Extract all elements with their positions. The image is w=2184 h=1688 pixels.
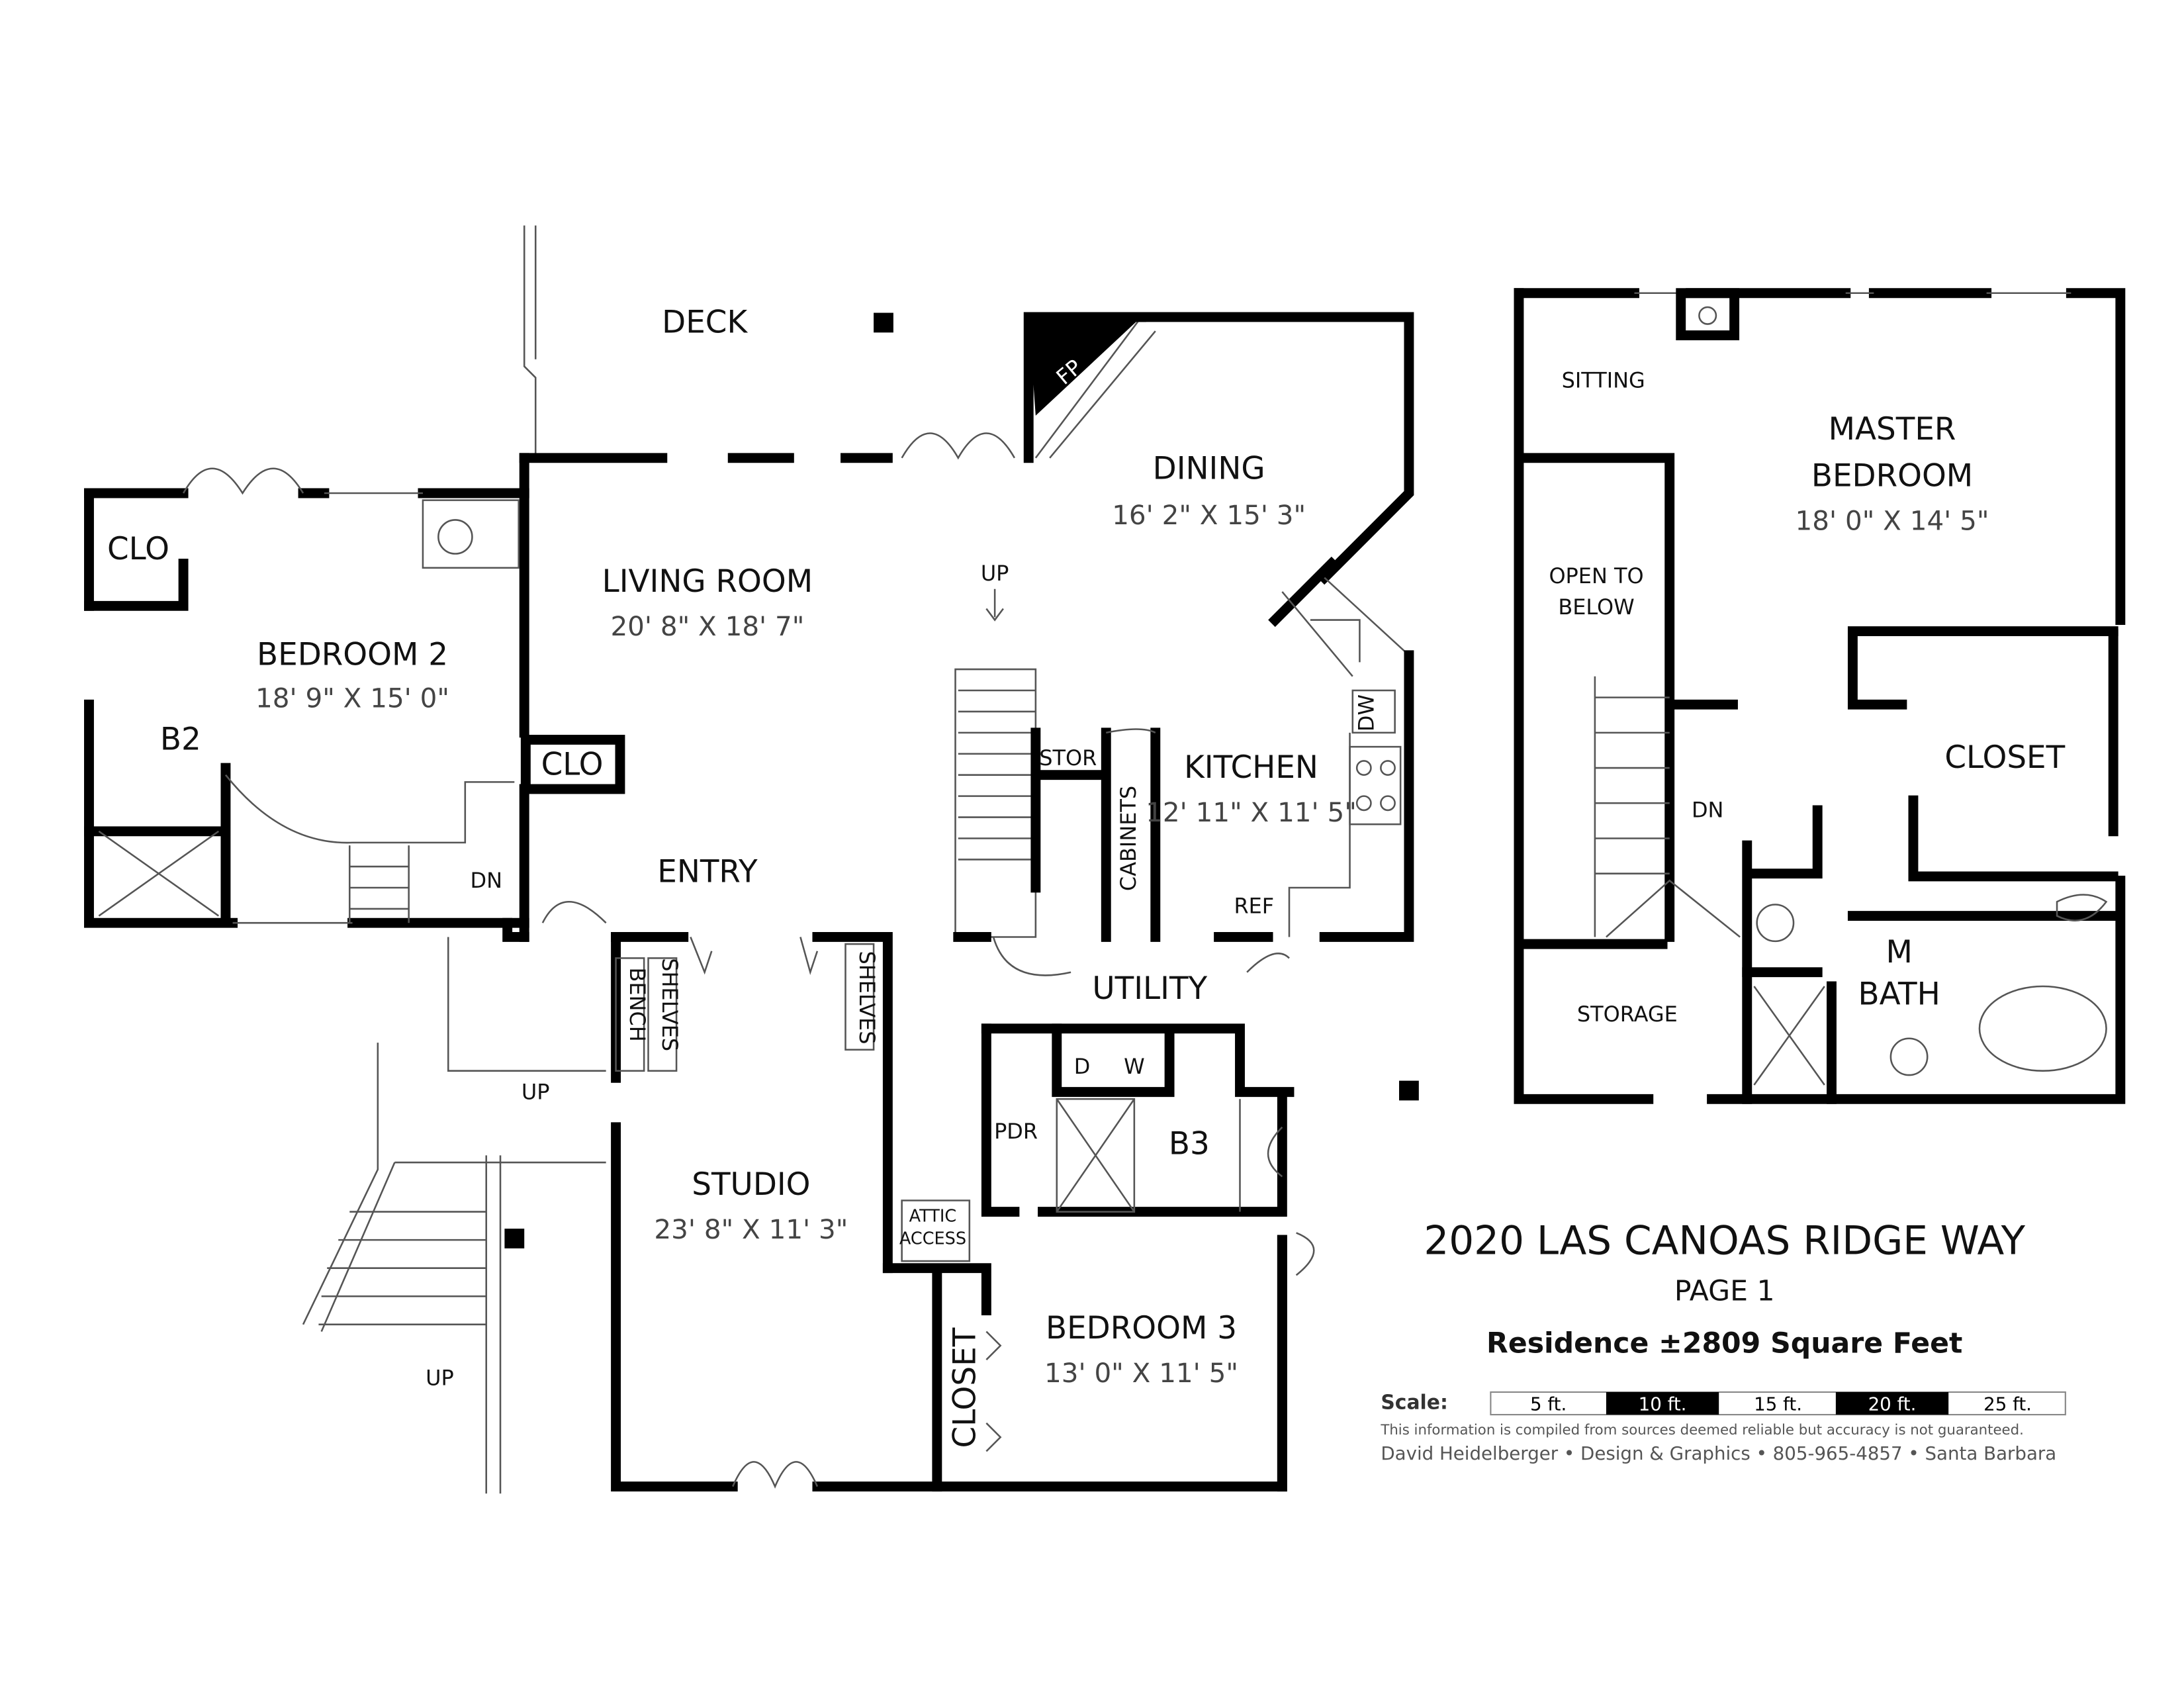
post-marker — [1399, 1080, 1419, 1101]
stair-label-dn: DN — [1692, 798, 1723, 823]
room-label-utility: UTILITY — [1092, 971, 1207, 1007]
room-dims-living-room: 20' 8" X 18' 7" — [610, 610, 804, 642]
room-label-b3: B3 — [1169, 1126, 1210, 1162]
scale-label: Scale: — [1381, 1391, 1448, 1415]
label-dryer: D — [1074, 1054, 1091, 1079]
stair-label-up: UP — [981, 561, 1009, 586]
room-label-b2: B2 — [160, 722, 201, 757]
room-label-stor: STOR — [1039, 745, 1097, 771]
room-dims-bedroom3: 13' 0" X 11' 5" — [1044, 1357, 1238, 1389]
scale-segment: 5 ft. — [1530, 1393, 1567, 1415]
room-label-storage: STORAGE — [1577, 1002, 1678, 1027]
room-label-kitchen: KITCHEN — [1184, 750, 1318, 786]
label-washer: W — [1124, 1054, 1145, 1079]
stair-label-up: UP — [426, 1365, 454, 1390]
stair-label-dn: DN — [471, 868, 502, 893]
label-attic-access: ACCESS — [899, 1229, 966, 1249]
square-footage: Residence ±2809 Square Feet — [1486, 1327, 1962, 1360]
room-label-master-bedroom: BEDROOM — [1811, 458, 1973, 494]
arrow-down-icon — [985, 588, 1004, 622]
room-label-studio: STUDIO — [692, 1167, 810, 1203]
label-open-to: OPEN TO — [1549, 563, 1643, 588]
room-dims-studio: 23' 8" X 11' 3" — [654, 1213, 848, 1245]
room-label-entry: ENTRY — [657, 854, 758, 890]
credit-line: David Heidelberger • Design & Graphics •… — [1381, 1442, 2056, 1464]
label-shelves: SHELVES — [854, 951, 880, 1045]
deck-outline — [504, 225, 1419, 1248]
disclaimer: This information is compiled from source… — [1380, 1422, 2024, 1438]
room-label-bedroom2: BEDROOM 2 — [257, 637, 448, 673]
label-bench: BENCH — [625, 968, 650, 1042]
title-block: 2020 LAS CANOAS RIDGE WAY PAGE 1 Residen… — [1380, 1218, 2066, 1464]
post-marker — [874, 312, 893, 333]
appliance-label-ref: REF — [1234, 893, 1274, 918]
post-marker — [504, 1229, 525, 1248]
room-label-master: MASTER — [1829, 412, 1956, 447]
room-label-deck: DECK — [662, 305, 748, 340]
page-number: PAGE 1 — [1674, 1275, 1775, 1308]
room-label-clo: CLO — [541, 747, 604, 783]
room-label-pdr: PDR — [994, 1119, 1038, 1144]
label-below: BELOW — [1558, 594, 1634, 620]
room-label-closet: CLOSET — [947, 1327, 983, 1448]
room-dims-bedroom2: 18' 9" X 15' 0" — [255, 682, 449, 714]
address-title: 2020 LAS CANOAS RIDGE WAY — [1424, 1218, 2025, 1264]
main-floor-walls — [84, 312, 1414, 1494]
room-label-m: M — [1886, 935, 1912, 970]
room-label-master-closet: CLOSET — [1944, 740, 2065, 776]
room-dims-dining: 16' 2" X 15' 3" — [1112, 499, 1306, 531]
scale-segment: 20 ft. — [1868, 1393, 1917, 1415]
room-label-living-room: LIVING ROOM — [602, 564, 813, 600]
scale-segment: 25 ft. — [1983, 1393, 2032, 1415]
room-dims-kitchen: 12' 11" X 11' 5" — [1146, 796, 1357, 828]
label-attic: ATTIC — [909, 1206, 957, 1226]
room-dims-master: 18' 0" X 14' 5" — [1796, 504, 1989, 536]
room-label-dining: DINING — [1153, 451, 1265, 487]
room-label-sitting: SITTING — [1562, 367, 1645, 393]
scale-bar: 5 ft. 10 ft. 15 ft. 20 ft. 25 ft. — [1490, 1391, 2066, 1416]
room-label-bedroom3: BEDROOM 3 — [1046, 1311, 1237, 1346]
scale-segment: 10 ft. — [1639, 1393, 1687, 1415]
scale-segment: 15 ft. — [1754, 1393, 1802, 1415]
stair-label-up: UP — [522, 1079, 550, 1104]
label-shelves: SHELVES — [657, 958, 682, 1051]
label-cabinets: CABINETS — [1116, 786, 1141, 891]
closet-box — [520, 735, 625, 794]
upper-floor-walls — [1514, 288, 2126, 1104]
room-label-clo: CLO — [107, 532, 169, 567]
room-label-bath: BATH — [1858, 977, 1940, 1013]
appliance-label-dw: DW — [1354, 694, 1379, 731]
